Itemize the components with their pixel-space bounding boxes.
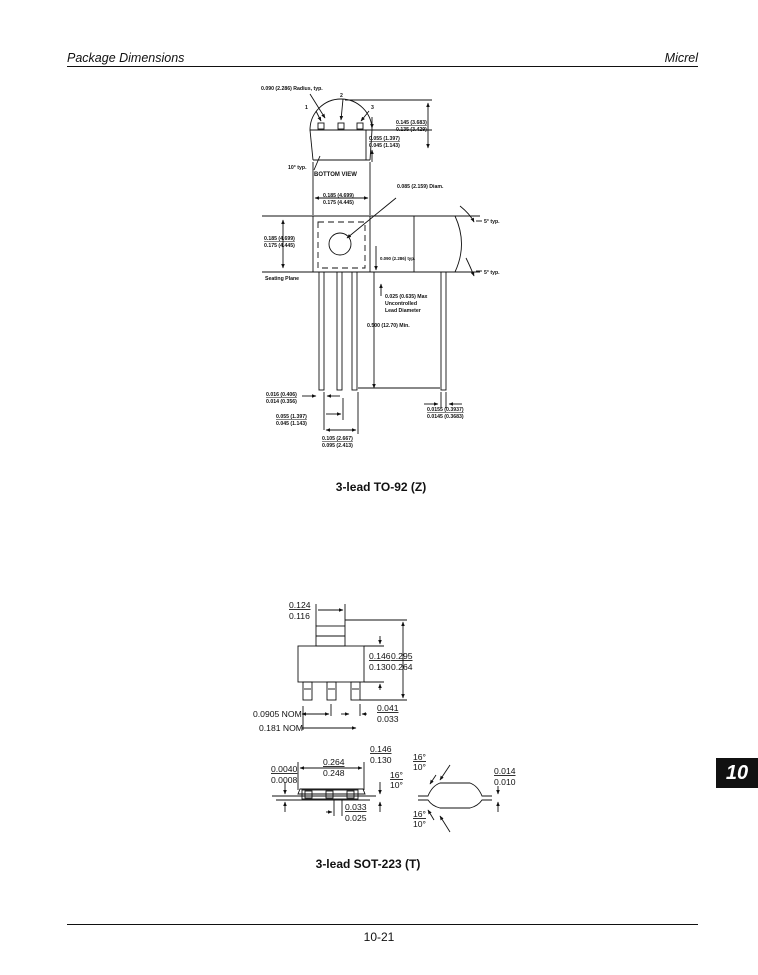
- dimension-label: 16°: [413, 809, 426, 819]
- dimension-label: Lead Diameter: [385, 308, 421, 314]
- sot-lead-3: [350, 681, 361, 701]
- dimension-label: 0.025: [345, 813, 367, 823]
- dimension-label: 0.146: [370, 744, 392, 754]
- dimension-label: 0.033: [345, 802, 367, 812]
- dimension-label: 0.264: [391, 662, 413, 672]
- page-number: 10-21: [363, 930, 395, 944]
- sot223-caption: 3-lead SOT-223 (T): [315, 857, 421, 871]
- header-rule: [67, 66, 698, 67]
- pin-3-pad: [356, 122, 364, 130]
- bottom-view-label: BOTTOM VIEW: [314, 172, 357, 178]
- dimension-label: 0.045 (1.143): [369, 143, 400, 149]
- dimension-label: 0.130: [370, 755, 392, 765]
- dimension-label: 0.016 (0.406): [266, 392, 297, 398]
- dimension-label: 0.085 (2.159) Diam.: [397, 184, 444, 190]
- lead-2: [336, 271, 343, 391]
- header-title: Package Dimensions: [67, 51, 185, 65]
- dimension-label: 16°: [413, 752, 426, 762]
- dimension-label: 0.116: [289, 611, 310, 621]
- sot-lead-1: [302, 681, 313, 701]
- lead-3: [351, 271, 358, 391]
- dimension-label: 5° typ.: [484, 219, 500, 225]
- dimension-label: 0.014: [494, 766, 516, 776]
- dimension-label: 5° typ.: [484, 270, 500, 276]
- dimension-label: 0.295: [391, 651, 413, 661]
- dimension-label: 0.0145 (0.3683): [427, 414, 464, 420]
- seating-plane-label: Seating Plane: [265, 276, 299, 282]
- to92-side-view: [413, 215, 462, 273]
- section-tab: 10: [716, 758, 758, 788]
- dimension-label: 0.041: [377, 703, 399, 713]
- dimension-label: 0.146: [369, 651, 391, 661]
- header-brand: Micrel: [664, 51, 698, 65]
- dimension-label: 0.264: [323, 757, 345, 767]
- dimension-label: 0.175 (4.445): [323, 200, 354, 206]
- dimension-label: 0.033: [377, 714, 399, 724]
- dimension-label: 10°: [413, 762, 426, 772]
- sot-body: [297, 645, 365, 683]
- dimension-label: Uncontrolled: [385, 301, 417, 307]
- sot223-drawing: [272, 604, 500, 833]
- dimension-label: 0.135 (3.429): [396, 127, 427, 133]
- sot-profile-upper: [418, 782, 492, 797]
- dimension-label: 0.185 (4.699): [323, 193, 354, 199]
- pin-3-label: 3: [371, 105, 374, 111]
- dimension-label: 0.0040: [271, 764, 298, 774]
- to92-marker-circle: [328, 232, 352, 256]
- dimension-label: 0.0008: [271, 775, 298, 785]
- dimension-label: 0.105 (2.667): [322, 436, 353, 442]
- to92-labels: 0.090 (2.286) Radius, typ. 1 2 3 0.145 (…: [261, 86, 500, 449]
- dimension-label: 0.0155 (0.3937): [427, 407, 464, 413]
- lead-side: [440, 271, 447, 391]
- dimension-label: 0.014 (0.356): [266, 399, 297, 405]
- sot-profile-lower: [418, 799, 492, 809]
- dimension-label: 10°: [413, 819, 426, 829]
- dimension-label: 0.248: [323, 768, 345, 778]
- to92-front-body: [312, 215, 371, 273]
- pin-1-pad: [317, 122, 325, 130]
- dimension-label: 16°: [390, 770, 403, 780]
- dimension-label: 0.130: [369, 662, 391, 672]
- dimension-label: 0.500 (12.70) Min.: [367, 323, 410, 329]
- dimension-label: 0.010: [494, 777, 516, 787]
- dimension-label: 0.175 (4.445): [264, 243, 295, 249]
- pin-2-label: 2: [340, 93, 343, 99]
- sot-lead-2: [326, 681, 337, 701]
- dimension-label: 0.124: [289, 600, 311, 610]
- to92-radius-label: 0.090 (2.286) Radius, typ.: [261, 86, 323, 92]
- dimension-label: 0.045 (1.143): [276, 421, 307, 427]
- pin-2-pad: [337, 122, 345, 130]
- footer-rule: [67, 924, 698, 925]
- lead-1: [318, 271, 325, 391]
- sot223-labels: 0.124 0.116 0.146 0.130 0.295 0.264 0.09…: [253, 600, 516, 829]
- dimension-label: 0.0905 NOM: [253, 709, 302, 719]
- dimension-label: 0.055 (1.397): [369, 136, 400, 142]
- dimension-label: 0.145 (3.683): [396, 120, 427, 126]
- to92-drawing: [262, 93, 482, 434]
- sot-side-body: [297, 788, 366, 795]
- dimension-label: 0.185 (4.699): [264, 236, 295, 242]
- pin-1-label: 1: [305, 105, 308, 111]
- dimension-label: 10°: [390, 780, 403, 790]
- dimension-label: 0.095 (2.413): [322, 443, 353, 449]
- dimension-label: 0.090 (2.286) typ.: [380, 256, 415, 261]
- dimension-label: 0.055 (1.397): [276, 414, 307, 420]
- dimension-label: 0.181 NOM: [259, 723, 303, 733]
- to92-caption: 3-lead TO-92 (Z): [335, 480, 427, 494]
- dimension-label: 10° typ.: [288, 165, 307, 171]
- dimension-label: 0.025 (0.635) Max: [385, 294, 428, 300]
